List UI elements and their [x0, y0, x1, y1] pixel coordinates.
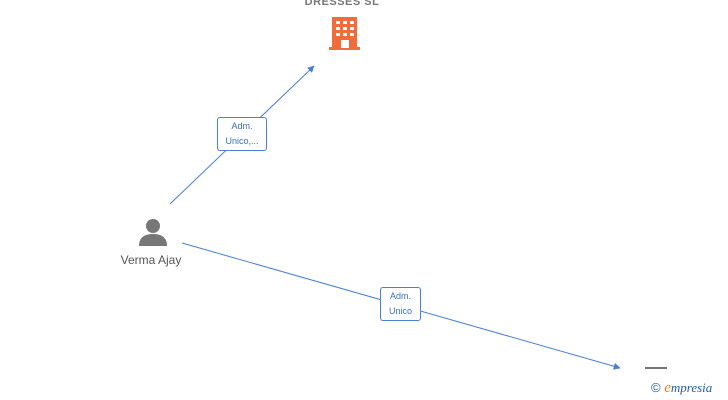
copyright-symbol: ©: [651, 380, 661, 395]
brand-initial: e: [664, 380, 671, 396]
edge-label-bottom-line1: Adm.: [389, 291, 411, 301]
edge-label-top-line1: Adm.: [231, 121, 253, 131]
building-icon[interactable]: [329, 17, 360, 50]
person-label[interactable]: Verma Ajay: [120, 253, 182, 267]
footer-brand: © empresia: [651, 380, 712, 397]
edge-label-top: Adm. Unico,...: [217, 117, 267, 151]
brand-name: mpresia: [670, 380, 713, 395]
edge-label-top-line2: Unico,...: [225, 136, 259, 146]
person-icon[interactable]: [138, 218, 168, 246]
company-bottom-node[interactable]: [645, 367, 667, 369]
edge-label-bottom: Adm. Unico: [380, 287, 421, 321]
edge-label-bottom-line2: Unico: [388, 306, 412, 316]
company-top-label[interactable]: DRESSES SL: [304, 0, 380, 8]
